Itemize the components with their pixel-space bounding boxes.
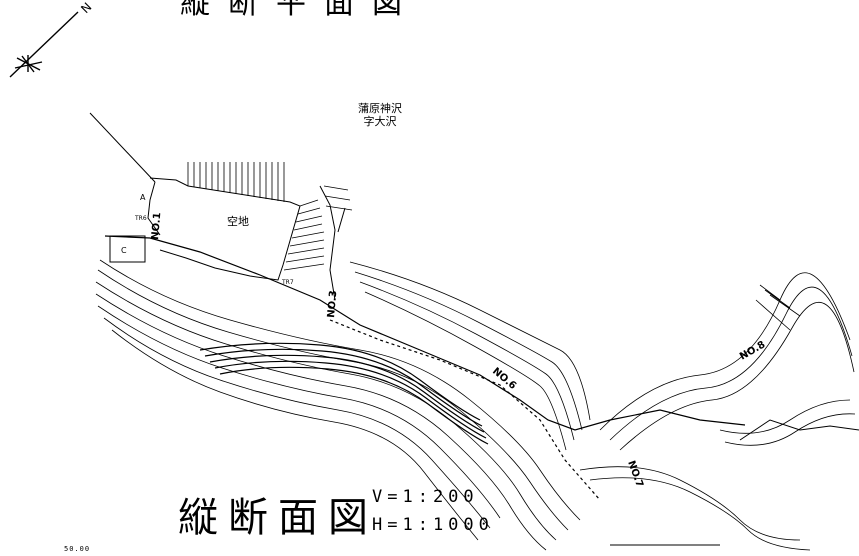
place-name: 字大沢: [363, 115, 397, 128]
survey-centerline: [104, 235, 746, 501]
steep-slope-band: [199, 342, 489, 445]
vacant-lot-label: 空地: [227, 215, 249, 228]
place-name: 蒲原神沢: [358, 102, 402, 115]
compass-north-label: N: [78, 0, 94, 16]
place-name-block: 蒲原神沢 字大沢: [358, 102, 402, 128]
point-c-label: C: [121, 246, 127, 255]
vertical-scale: V=1:200: [372, 487, 479, 507]
horizontal-scale: H=1:1000: [372, 515, 494, 535]
road-outline: [89, 112, 346, 301]
benchmark-label: TR7: [281, 279, 294, 286]
station-label: NO.1: [150, 212, 163, 240]
embankment-hatching: [187, 162, 801, 331]
benchmark-label: TR6: [134, 215, 147, 222]
drawing-border: [610, 419, 859, 546]
compass-icon: [9, 11, 79, 78]
station-label: NO.8: [738, 339, 767, 362]
station-label: NO.7: [625, 459, 645, 489]
point-a-label: A: [140, 193, 146, 202]
station-label: NO.3: [326, 290, 339, 318]
contour-lines: [95, 259, 856, 551]
drawing-title: 縦断面図: [178, 495, 378, 541]
datum-elevation: 50.00: [64, 545, 91, 553]
sheet-title: 縦断平面図: [180, 0, 420, 21]
